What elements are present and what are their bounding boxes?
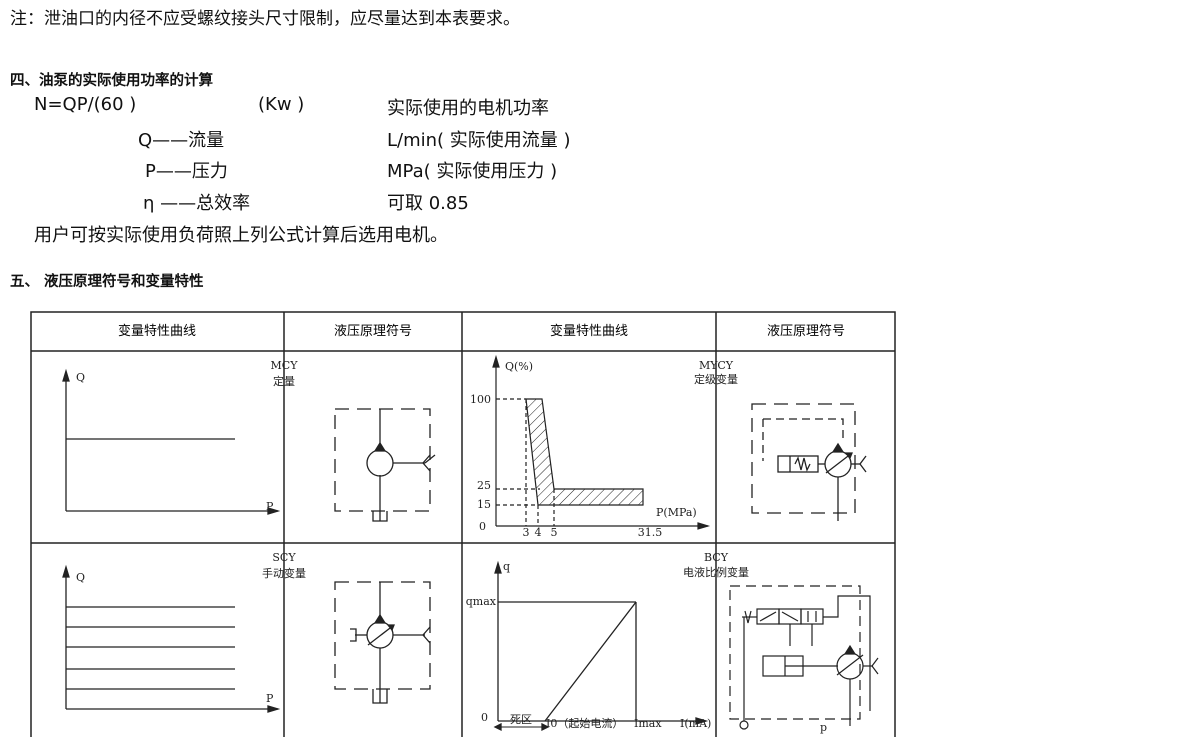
var-q-symbol: Q——流量	[138, 130, 225, 151]
mycy-tick-15: 15	[477, 498, 491, 511]
var-eta-symbol: η ——总效率	[143, 193, 251, 214]
variable-characteristics-table: 变量特性曲线 液压原理符号 变量特性曲线 液压原理符号 Q P MCY 定量	[30, 311, 897, 741]
power-description: 实际使用的电机功率	[387, 98, 549, 119]
bcy-zero-label: 0	[481, 711, 488, 724]
scy-curve	[62, 564, 281, 713]
mycy-pump-symbol	[751, 403, 867, 521]
mycy-curve	[492, 354, 711, 530]
scy-pump-symbol	[334, 581, 431, 704]
power-formula: N=QP/(60 )	[34, 94, 137, 115]
mycy-tick-5: 5	[551, 526, 558, 539]
bcy-code: BCY	[704, 551, 729, 564]
scy-p-label: P	[266, 692, 274, 705]
var-eta-description: 可取 0.85	[387, 193, 469, 214]
section4-title: 四、油泵的实际使用功率的计算	[10, 73, 213, 89]
bcy-pump-symbol	[729, 585, 879, 730]
scy-q-label: Q	[76, 571, 85, 584]
header-curve-1: 变量特性曲线	[118, 323, 196, 339]
bcy-i0-label: I0（起始电流）	[546, 716, 623, 730]
mycy-tick-4: 4	[535, 526, 542, 539]
table-grid	[30, 311, 896, 741]
bcy-i-label: I(mA)	[680, 717, 711, 730]
power-unit: (Kw )	[258, 94, 305, 115]
section5-title: 五、 液压原理符号和变量特性	[10, 274, 204, 290]
mcy-code: MCY	[271, 359, 299, 372]
mycy-tick-3: 3	[523, 526, 530, 539]
bcy-deadzone-label: 死区	[510, 713, 532, 726]
table-drawing: 变量特性曲线 液压原理符号 变量特性曲线 液压原理符号 Q P MCY 定量	[30, 311, 896, 741]
note-text: 注：泄油口的内径不应受螺纹接头尺寸限制，应尽量达到本表要求。	[10, 9, 520, 29]
mycy-tick-31-5: 31.5	[638, 526, 663, 539]
mycy-code: MYCY	[699, 359, 734, 372]
mycy-tick-25: 25	[477, 479, 491, 492]
scy-name: 手动变量	[262, 566, 306, 580]
mcy-name: 定量	[273, 374, 295, 388]
bcy-name: 电液比例变量	[683, 565, 749, 579]
bcy-curve	[493, 560, 709, 732]
mcy-curve	[62, 368, 281, 515]
mycy-name: 定级变量	[694, 372, 738, 386]
header-symbol-2: 液压原理符号	[767, 323, 845, 339]
var-q-description: L/min( 实际使用流量 )	[387, 130, 571, 151]
header-symbol-1: 液压原理符号	[334, 323, 412, 339]
header-curve-2: 变量特性曲线	[550, 323, 628, 339]
bcy-p-port-label: p	[820, 721, 827, 734]
mycy-tick-100: 100	[470, 393, 491, 406]
mycy-q-label: Q(%)	[505, 360, 533, 373]
var-p-description: MPa( 实际使用压力 )	[387, 161, 558, 182]
section4-footer: 用户可按实际使用负荷照上列公式计算后选用电机。	[34, 225, 448, 246]
mcy-p-label: P	[266, 500, 274, 513]
bcy-q-label: q	[503, 560, 510, 573]
mycy-p-label: P(MPa)	[656, 506, 697, 519]
mcy-pump-symbol	[334, 408, 436, 522]
scy-code: SCY	[272, 551, 296, 564]
bcy-imax-label: Imax	[634, 717, 662, 730]
var-p-symbol: P——压力	[145, 161, 228, 182]
mcy-q-label: Q	[76, 371, 85, 384]
mycy-tick-0: 0	[479, 520, 486, 533]
bcy-qmax-label: qmax	[466, 595, 497, 608]
